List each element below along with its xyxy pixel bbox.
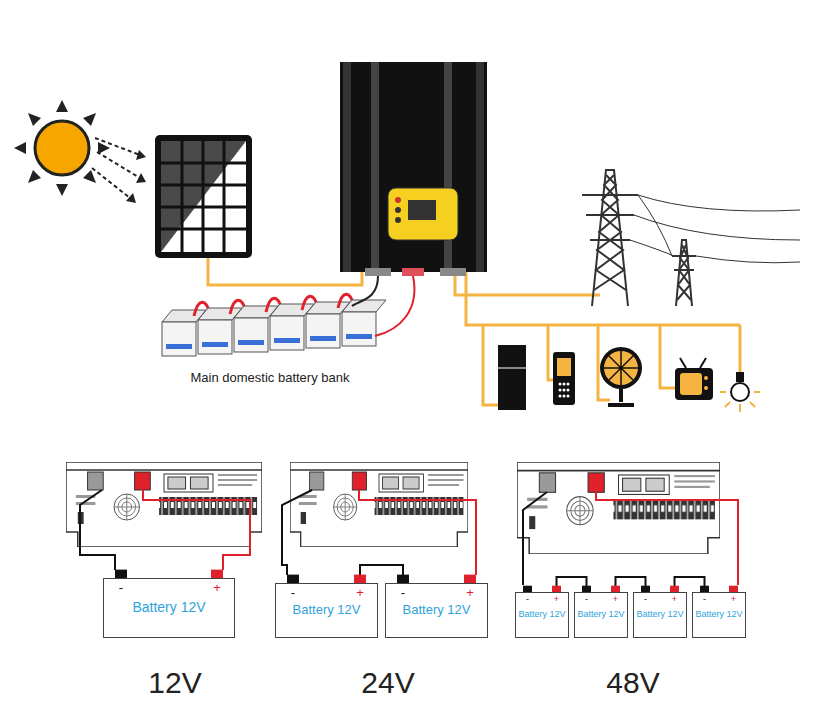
- polarity-sign: +: [466, 586, 474, 599]
- battery-terminal: [115, 570, 127, 578]
- battery-terminal: [287, 575, 299, 583]
- voltage-label: 48V: [606, 668, 659, 698]
- caption-label: Main domestic battery bank: [191, 371, 350, 384]
- polarity-sign: +: [213, 581, 221, 594]
- battery-box: Battery 12V: [515, 592, 569, 638]
- polarity-sign: -: [703, 595, 706, 604]
- polarity-sign: -: [585, 595, 588, 604]
- polarity-sign: -: [526, 595, 529, 604]
- polarity-sign: +: [356, 586, 364, 599]
- battery-bank: [162, 276, 414, 356]
- polarity-sign: +: [613, 595, 618, 604]
- pylons: [582, 170, 800, 306]
- battery-label: Battery 12V: [695, 610, 742, 620]
- inverter-unit: [517, 462, 720, 554]
- polarity-sign: +: [731, 595, 736, 604]
- battery-cables: [80, 490, 738, 585]
- battery-label: Battery 12V: [518, 610, 565, 620]
- series-wire: [360, 565, 403, 583]
- battery-label: Battery 12V: [636, 610, 683, 620]
- battery-terminal: [211, 570, 223, 578]
- polarity-sign: +: [672, 595, 677, 604]
- battery-box: Battery 12V: [574, 592, 628, 638]
- polarity-sign: -: [401, 586, 405, 599]
- inverter: [340, 62, 487, 276]
- inverter-unit: [290, 462, 468, 547]
- polarity-sign: -: [644, 595, 647, 604]
- polarity-sign: -: [291, 586, 295, 599]
- battery-box: Battery 12V: [633, 592, 687, 638]
- battery-terminal: [354, 575, 366, 583]
- voltage-label: 12V: [148, 668, 201, 698]
- appliances: [498, 345, 760, 412]
- battery-label: Battery 12V: [293, 603, 361, 617]
- battery-box: Battery 12V: [692, 592, 746, 638]
- sun: [14, 100, 146, 203]
- battery-label: Battery 12V: [132, 600, 205, 615]
- battery-label: Battery 12V: [403, 603, 471, 617]
- battery-terminal: [464, 575, 476, 583]
- solar-panel: [155, 135, 252, 258]
- battery-label: Battery 12V: [577, 610, 624, 620]
- inverter-unit: [66, 462, 262, 547]
- voltage-label: 24V: [361, 668, 414, 698]
- polarity-sign: -: [119, 581, 123, 594]
- polarity-sign: +: [554, 595, 559, 604]
- battery-terminal: [397, 575, 409, 583]
